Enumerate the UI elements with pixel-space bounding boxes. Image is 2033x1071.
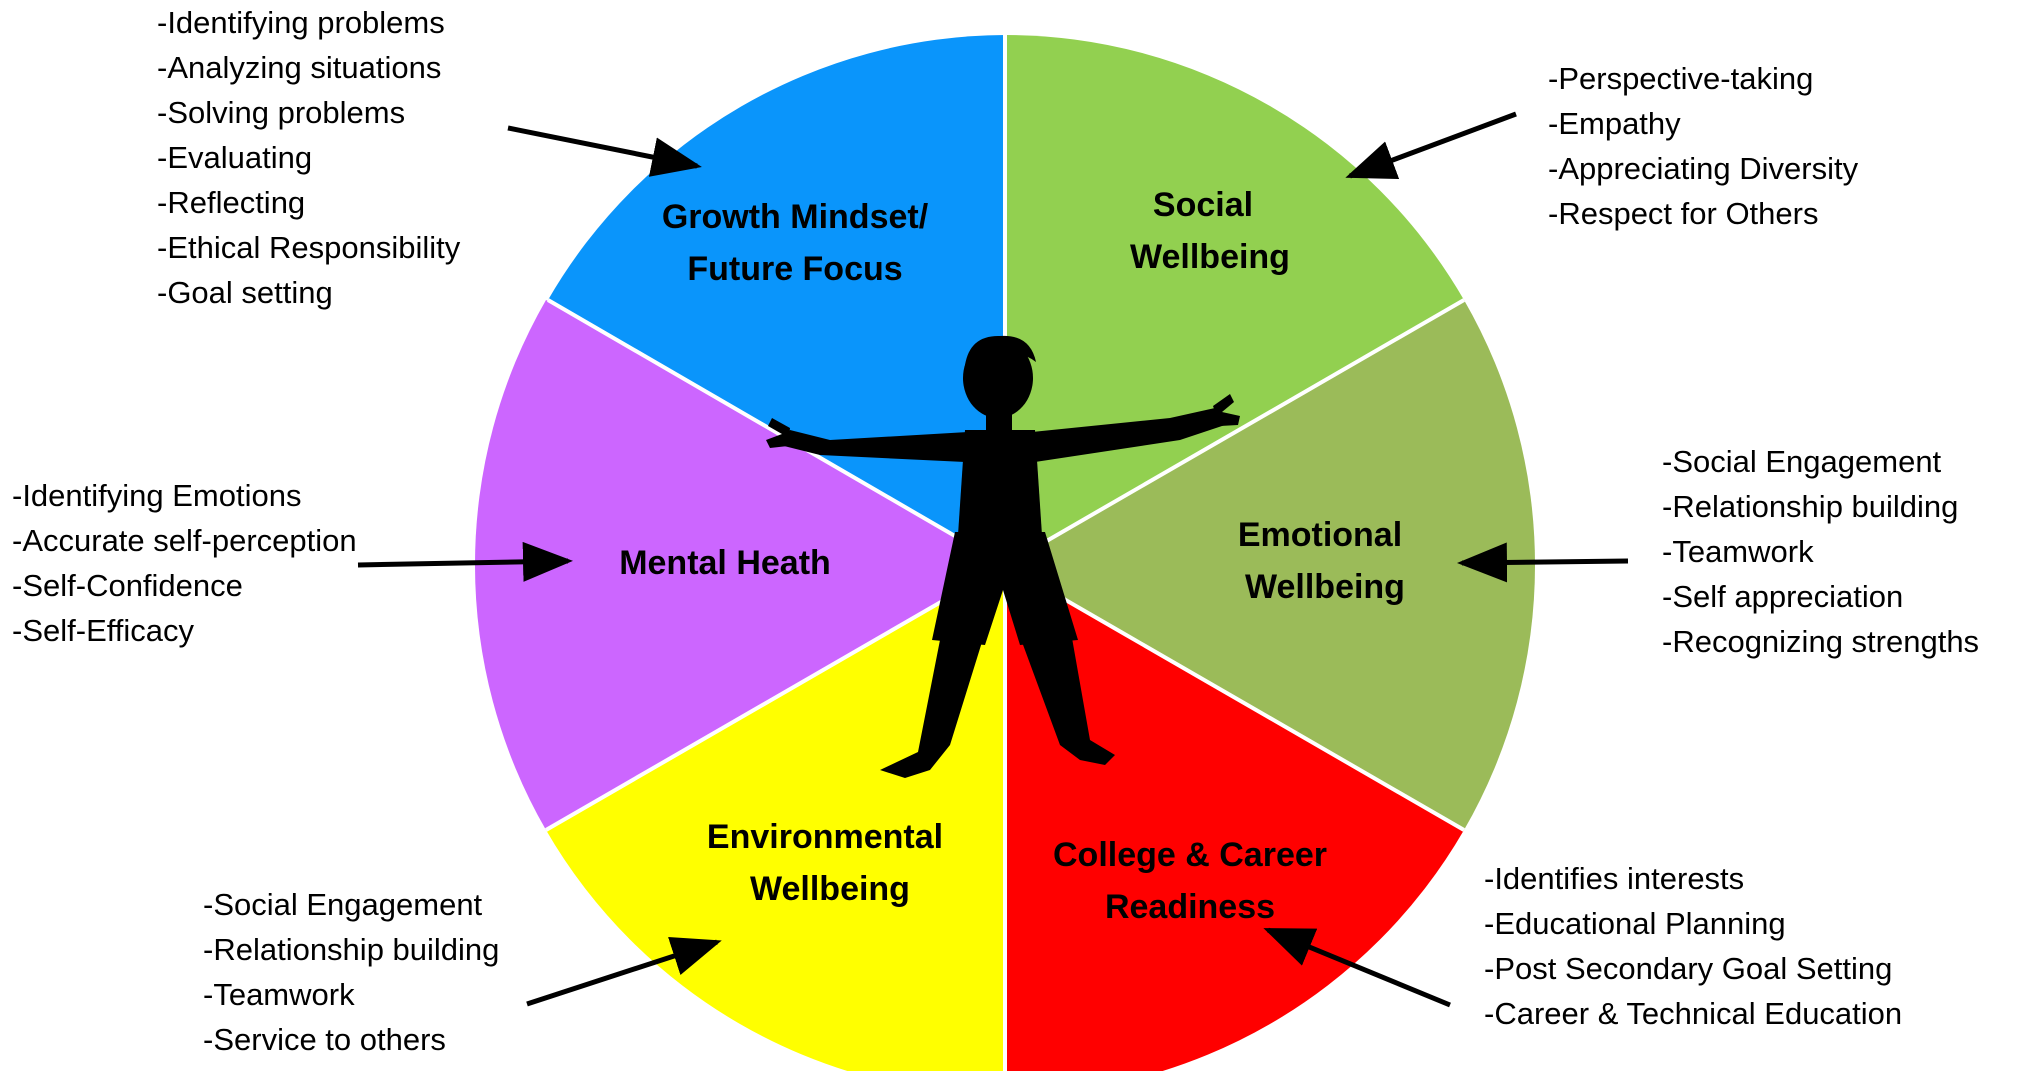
list-item: -Analyzing situations — [157, 50, 442, 85]
segment-emotional-wellbeing — [1005, 300, 1536, 830]
list-item: -Appreciating Diversity — [1548, 151, 1859, 186]
list-item: -Career & Technical Education — [1484, 996, 1903, 1031]
list-item: -Service to others — [203, 1022, 446, 1057]
list-item: -Self-Efficacy — [12, 613, 195, 648]
list-item: -Social Engagement — [203, 887, 483, 922]
list-item: -Identifying Emotions — [12, 478, 302, 513]
list-mental: -Identifying Emotions -Accurate self-per… — [12, 473, 357, 653]
label-career-line2: Readiness — [1105, 888, 1275, 926]
label-environmental-line1: Environmental — [707, 818, 943, 856]
list-emotional: -Social Engagement -Relationship buildin… — [1662, 439, 1979, 664]
label-emotional-line1: Emotional — [1238, 516, 1402, 554]
list-item: -Identifying problems — [157, 5, 445, 40]
list-item: -Teamwork — [1662, 534, 1814, 569]
segment-career-readiness — [1005, 565, 1464, 1071]
label-emotional-line2: Wellbeing — [1245, 568, 1405, 606]
arrow-mental — [357, 541, 573, 582]
label-growth-line2: Future Focus — [687, 250, 902, 288]
list-item: -Relationship building — [203, 932, 500, 967]
list-item: -Social Engagement — [1662, 444, 1942, 479]
list-item: -Educational Planning — [1484, 906, 1786, 941]
arrow-emotional — [1457, 542, 1629, 583]
list-item: -Ethical Responsibility — [157, 230, 461, 265]
arrow-growth — [507, 125, 702, 177]
list-item: -Recognizing strengths — [1662, 624, 1980, 659]
label-growth-line1: Growth Mindset/ — [662, 198, 929, 236]
list-item: -Empathy — [1548, 106, 1681, 141]
label-social-line1: Social — [1153, 186, 1253, 224]
list-item: -Relationship building — [1662, 489, 1959, 524]
list-item: -Reflecting — [157, 185, 306, 220]
list-item: -Post Secondary Goal Setting — [1484, 951, 1893, 986]
segment-mental-health — [474, 300, 1006, 830]
label-mental-line1: Mental Heath — [619, 544, 831, 582]
list-career: -Identifies interests -Educational Plann… — [1484, 856, 1902, 1036]
list-item: -Teamwork — [203, 977, 355, 1012]
list-item: -Evaluating — [157, 140, 313, 175]
label-social-line2: Wellbeing — [1130, 238, 1290, 276]
list-environmental: -Social Engagement -Relationship buildin… — [203, 882, 499, 1062]
list-social: -Perspective-taking -Empathy -Appreciati… — [1548, 56, 1858, 236]
arrow-environmental — [526, 936, 722, 1007]
list-item: -Self appreciation — [1662, 579, 1904, 614]
child-silhouette-icon — [766, 335, 1240, 778]
pointer-arrows — [357, 111, 1629, 1008]
arrow-social — [1345, 111, 1517, 179]
list-item: -Solving problems — [157, 95, 406, 130]
label-career-line1: College & Career — [1053, 836, 1327, 874]
list-item: -Goal setting — [157, 275, 333, 310]
list-item: -Accurate self-perception — [12, 523, 357, 558]
list-item: -Identifies interests — [1484, 861, 1745, 896]
arrow-career — [1263, 927, 1451, 1008]
list-item: -Self-Confidence — [12, 568, 243, 603]
segment-environmental-wellbeing — [546, 565, 1005, 1071]
segment-dividers — [545, 18, 1465, 1071]
list-growth: -Identifying problems -Analyzing situati… — [157, 0, 460, 315]
label-environmental-line2: Wellbeing — [750, 870, 910, 908]
list-item: -Perspective-taking — [1548, 61, 1814, 96]
list-item: -Respect for Others — [1548, 196, 1819, 231]
